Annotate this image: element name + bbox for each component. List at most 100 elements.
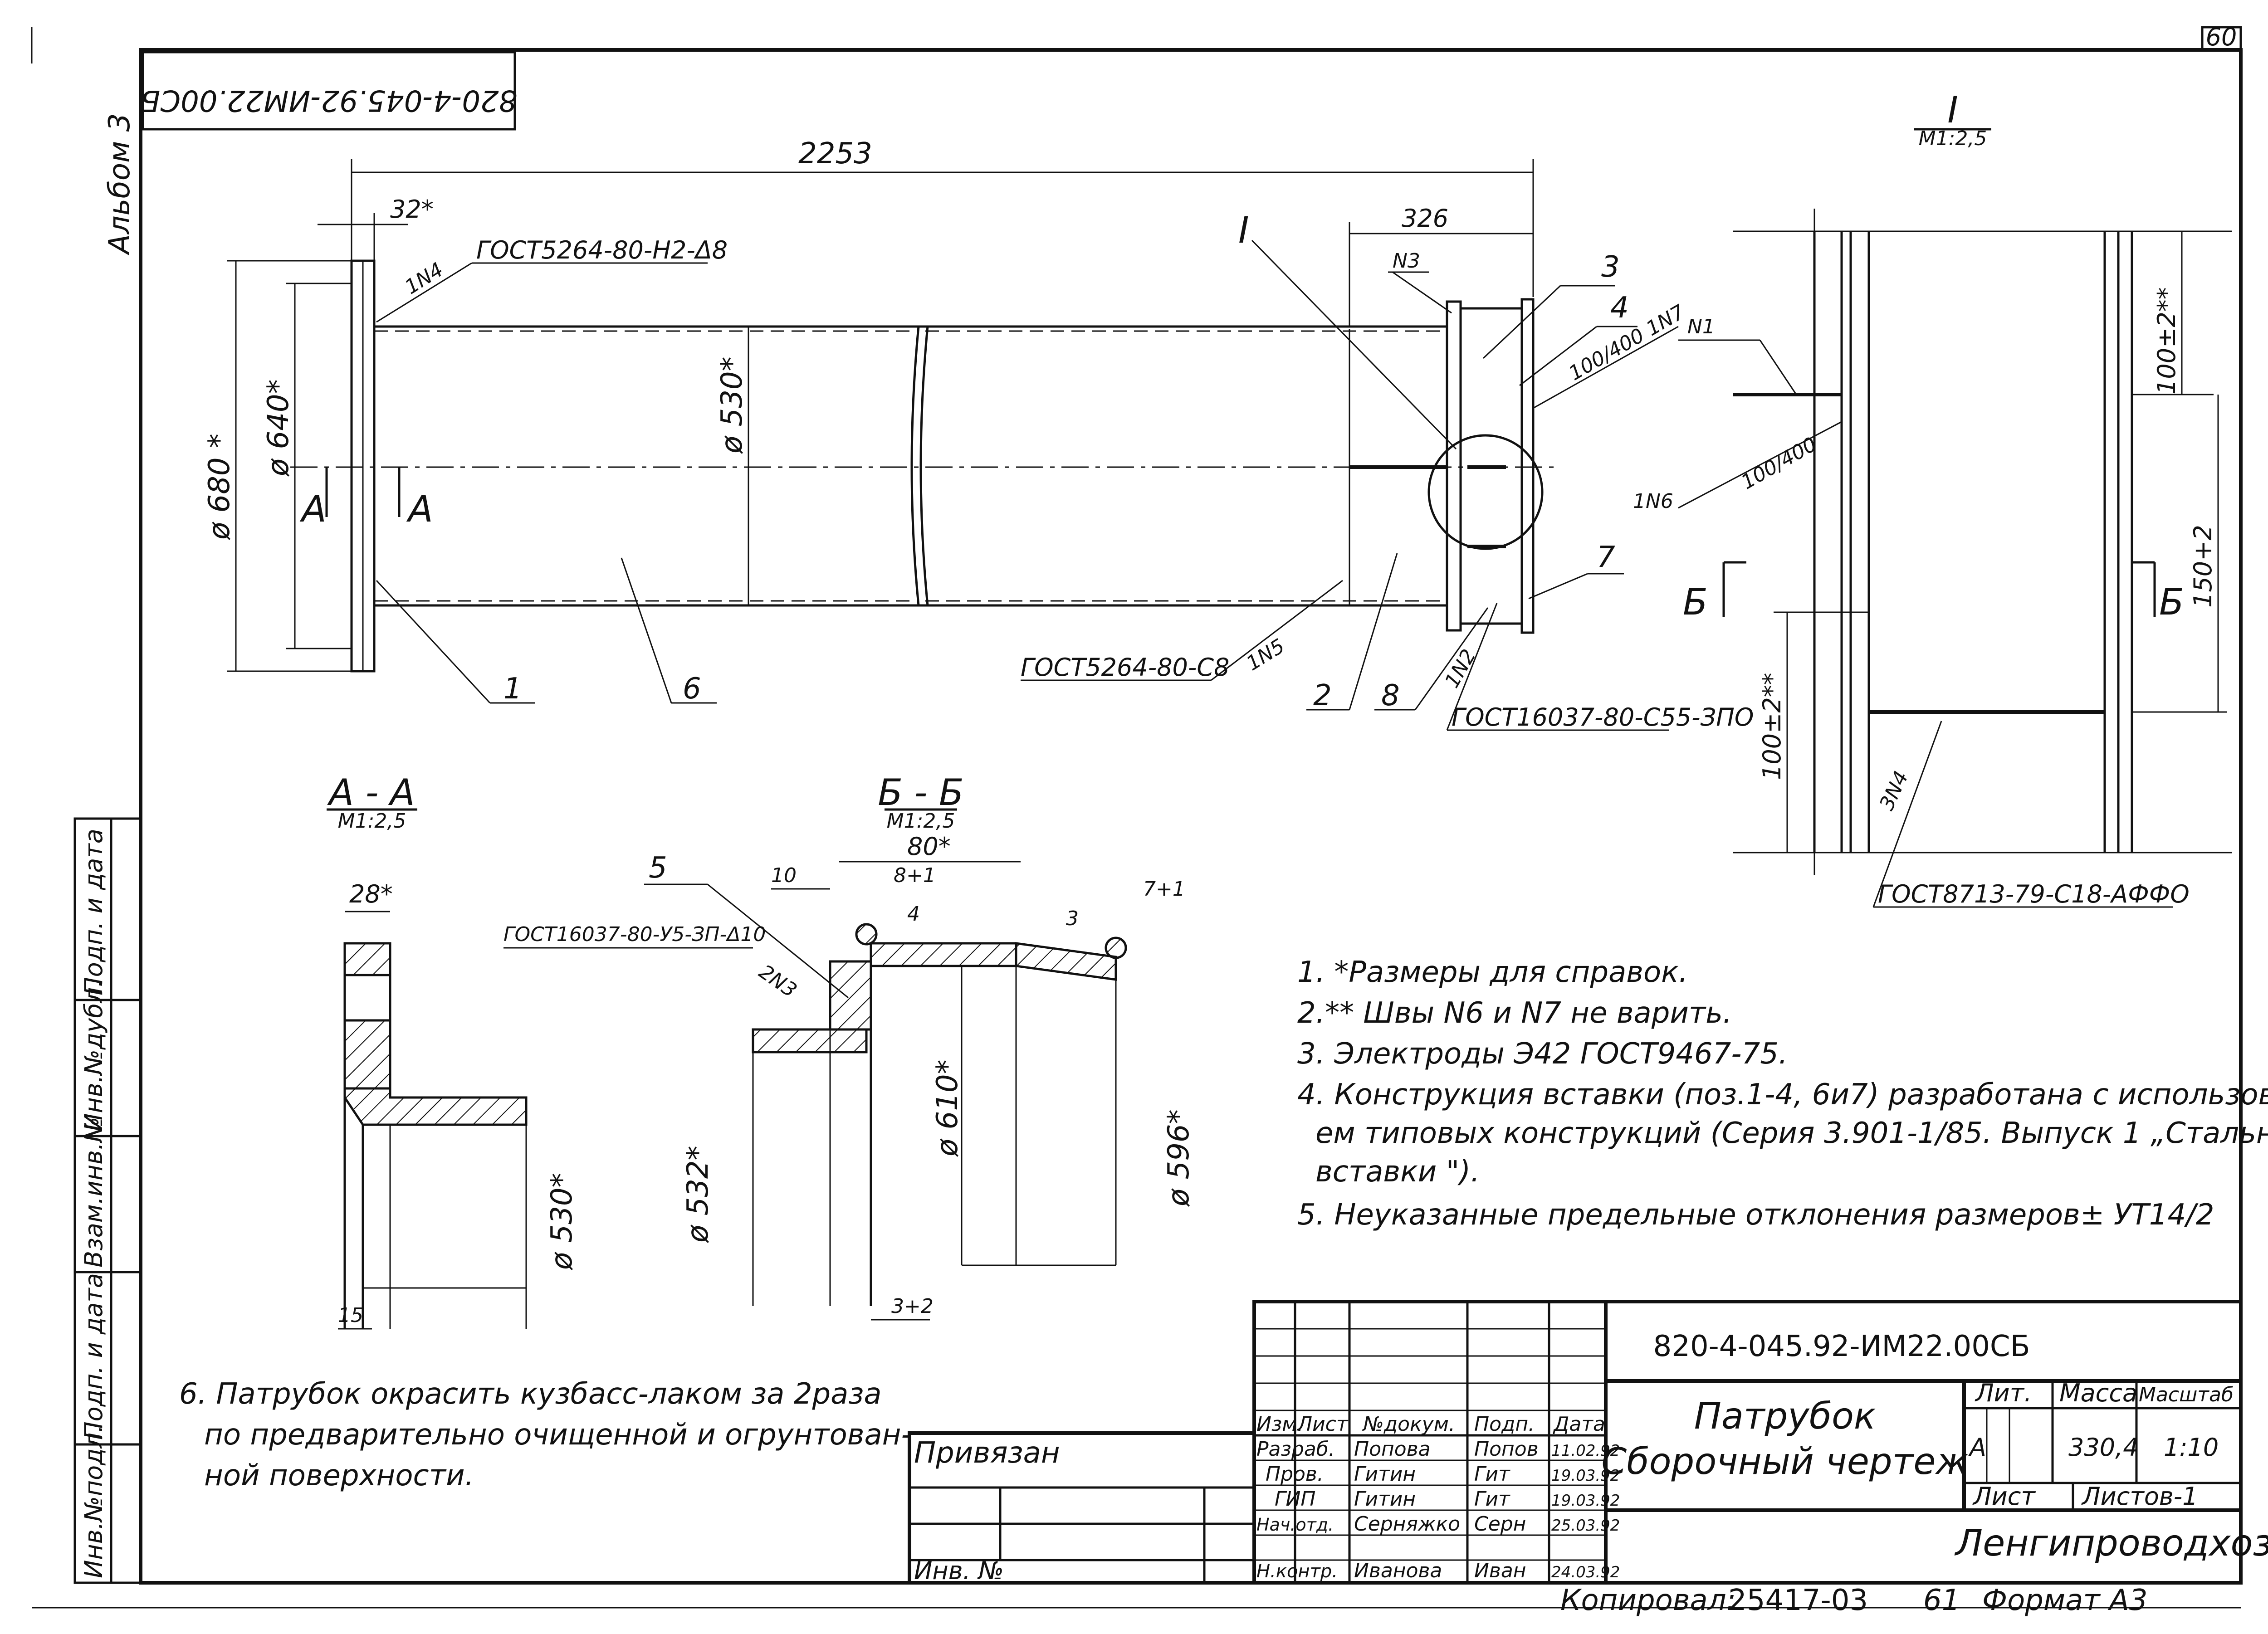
end-ring-right bbox=[1520, 298, 1535, 634]
tb-r1-date: 11.02.92 bbox=[1551, 1442, 1620, 1460]
tb-h-sign: Подп. bbox=[1474, 1413, 1535, 1436]
tb-r1-name: Попова bbox=[1354, 1438, 1431, 1461]
detail-ref: I bbox=[1238, 209, 1249, 251]
section-a-left: А bbox=[299, 488, 327, 530]
tb-lit: А bbox=[1968, 1433, 1986, 1462]
tb-code: 820-4-045.92-ИМ22.00СБ bbox=[1653, 1330, 2030, 1363]
section-a-right: А bbox=[406, 488, 433, 530]
tb-r2-role: Пров. bbox=[1266, 1463, 1324, 1486]
note-6b: по предварительно очищенной и огрунтован… bbox=[204, 1418, 912, 1452]
section-aa-scale: M1:2,5 bbox=[338, 810, 406, 833]
tb-r4-name: Серняжко bbox=[1354, 1512, 1460, 1536]
end-ring-left bbox=[1446, 300, 1462, 632]
weld-1n5: 1N5 bbox=[1242, 634, 1289, 675]
tb-scale: 1:10 bbox=[2164, 1433, 2219, 1462]
section-bb-d7: 7+1 bbox=[1143, 878, 1185, 901]
main-view: I 2253 32* 326 ø 680 * ø 640* ø 530* А А bbox=[203, 137, 1754, 732]
section-bb-scale: M1:2,5 bbox=[887, 810, 955, 833]
tb-mass: 330,4 bbox=[2068, 1433, 2139, 1462]
section-bb-d10: 10 bbox=[771, 864, 797, 887]
note-1: 1. *Размеры для справок. bbox=[1297, 956, 1688, 989]
side-stamp-cell-1: Подп. и дата bbox=[79, 829, 108, 995]
weld-top: ГОСТ5264-80-Н2-Δ8 bbox=[476, 236, 728, 264]
detail-view: I M1:2,5 N1 100/400 1N6 100±2** 150+2 1 bbox=[1633, 89, 2232, 908]
side-stamp-cell-2: Инв.№дубл. bbox=[79, 980, 108, 1132]
title-block: Изм. Лист №докум. Подп. Дата Разраб. Поп… bbox=[908, 1300, 2268, 1585]
detail-dim-top: 100±2** bbox=[2152, 287, 2181, 395]
section-aa-d530: ø 530* bbox=[545, 1173, 579, 1270]
tb-r3-role: ГИП bbox=[1275, 1488, 1316, 1511]
tb-r5-name: Иванова bbox=[1354, 1559, 1442, 1582]
break-line bbox=[910, 326, 920, 606]
mirror-stamp-box bbox=[142, 51, 516, 131]
dim-d530: ø 530* bbox=[715, 356, 749, 454]
tb-inv: Инв. № bbox=[914, 1556, 1004, 1585]
tb-r4-sign: Серн bbox=[1474, 1512, 1526, 1536]
detail-1n6: 1N6 bbox=[1633, 490, 1673, 513]
tb-r5-date: 24.03.92 bbox=[1551, 1563, 1620, 1581]
pos-2: 2 bbox=[1313, 679, 1332, 712]
notes: 1. *Размеры для справок. 2.** Швы N6 и N… bbox=[1297, 956, 2268, 1232]
section-aa-d28: 28* bbox=[349, 880, 393, 908]
note6: 6. Патрубок окрасить кузбасс-лаком за 2р… bbox=[179, 1377, 912, 1493]
detail-title: I bbox=[1947, 89, 1958, 131]
note-3: 3. Электроды Э42 ГОСТ9467-75. bbox=[1297, 1037, 1788, 1071]
weld-n3: N3 bbox=[1393, 249, 1420, 273]
dim-length-label: 2253 bbox=[798, 137, 872, 171]
tb-sheets-label: Листов-1 bbox=[2081, 1482, 2198, 1511]
note-6a: 6. Патрубок окрасить кузбасс-лаком за 2р… bbox=[179, 1377, 882, 1411]
side-stamp-cell-3: Взам.инв.№ bbox=[79, 1117, 108, 1268]
mirror-stamp-code: 820-4-045.92-ИМ22.00СБ bbox=[141, 83, 518, 117]
side-stamp-cell-5: Инв.№подл. bbox=[79, 1425, 108, 1578]
note-6c: ной поверхности. bbox=[204, 1459, 474, 1493]
detail-circle bbox=[1427, 434, 1544, 550]
note-4: 4. Конструкция вставки (поз.1-4, 6и7) ра… bbox=[1297, 1078, 2268, 1112]
detail-n1: N1 bbox=[1687, 315, 1715, 338]
footer-copied: Копировал: bbox=[1560, 1584, 1736, 1617]
tb-h-list: Лист bbox=[1296, 1413, 1349, 1436]
footer-copy-no: 25417-03 bbox=[1728, 1584, 1868, 1617]
section-bb-title: Б - Б bbox=[878, 771, 964, 814]
section-bb-d4: 4 bbox=[907, 902, 920, 926]
tb-r2-name: Гитин bbox=[1354, 1463, 1416, 1486]
pos-1: 1 bbox=[503, 672, 522, 706]
weld-1n2: 1N2 bbox=[1440, 645, 1481, 692]
pos-8: 8 bbox=[1381, 679, 1400, 712]
note-5: 5. Неуказанные предельные отклонения раз… bbox=[1297, 1198, 2214, 1232]
section-bb-d8: 8+1 bbox=[894, 864, 936, 887]
pos-6: 6 bbox=[683, 672, 701, 706]
tb-r5-role: Н.контр. bbox=[1256, 1561, 1338, 1582]
section-aa-title: А - А bbox=[327, 771, 415, 814]
note-2: 2.** Швы N6 и N7 не варить. bbox=[1297, 996, 1732, 1030]
tb-r1-sign: Попов bbox=[1474, 1438, 1539, 1461]
section-bb-d532: ø 532* bbox=[681, 1146, 715, 1243]
tb-r3-name: Гитин bbox=[1354, 1488, 1416, 1511]
dim-d680: ø 680 * bbox=[203, 434, 236, 540]
detail-pitch: 100/400 bbox=[1737, 433, 1821, 494]
tb-r3-sign: Гит bbox=[1474, 1488, 1510, 1511]
detail-weld-gost: ГОСТ8713-79-С18-АФФО bbox=[1878, 880, 2190, 908]
note-4c: вставки "). bbox=[1315, 1155, 1480, 1189]
section-bb-2n3: 2N3 bbox=[755, 960, 801, 1002]
section-bb-pos5: 5 bbox=[649, 851, 667, 885]
note-4b: ем типовых конструкций (Серия 3.901-1/85… bbox=[1315, 1117, 2268, 1150]
tb-name1: Патрубок bbox=[1694, 1395, 1876, 1437]
section-bb-weld: ГОСТ16037-80-У5-ЗП-Δ10 bbox=[503, 923, 766, 946]
tb-mass-label: Масса bbox=[2059, 1379, 2137, 1407]
tb-name2: Сборочный чертеж bbox=[1601, 1440, 1968, 1483]
dim-d640: ø 640* bbox=[262, 379, 295, 477]
footer-format: Формат А3 bbox=[1982, 1584, 2148, 1617]
tb-h-date: Дата bbox=[1553, 1413, 1605, 1436]
section-bb-d596: ø 596* bbox=[1162, 1109, 1196, 1207]
section-bb-d3: 3 bbox=[1066, 907, 1079, 930]
tb-r1-role: Разраб. bbox=[1256, 1438, 1335, 1461]
tb-r3-date: 19.03.92 bbox=[1551, 1492, 1620, 1510]
weld-right: ГОСТ16037-80-С55-ЗПО bbox=[1452, 703, 1754, 732]
section-b-left: Б bbox=[1683, 581, 1708, 623]
tb-sheet-label: Лист bbox=[1972, 1482, 2036, 1511]
pos-7: 7 bbox=[1597, 541, 1615, 574]
detail-dim-bot: 100±2** bbox=[1758, 673, 1786, 780]
weld-bottom: ГОСТ5264-80-С8 bbox=[1021, 653, 1229, 682]
dim-end-label: 326 bbox=[1402, 204, 1448, 233]
